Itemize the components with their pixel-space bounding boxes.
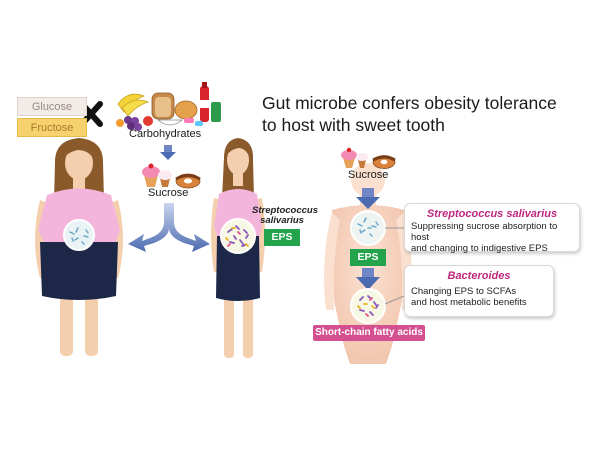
carbohydrates-label: Carbohydrates bbox=[129, 128, 202, 140]
scfa-tag: Short-chain fatty acids bbox=[313, 325, 425, 341]
slim-woman-figure bbox=[211, 138, 265, 358]
right-eps-tag: EPS bbox=[350, 249, 386, 266]
streptococcus-circle bbox=[350, 210, 386, 246]
bacteroides-callout: Bacteroides Changing EPS to SCFAs and ho… bbox=[404, 265, 554, 317]
callout-body-line-1: Suppressing sucrose absorption to host bbox=[411, 221, 558, 243]
down-arrow-icon bbox=[160, 145, 176, 160]
figure-title: Gut microbe confers obesity tolerance to… bbox=[262, 92, 592, 136]
obese-woman-figure bbox=[35, 138, 123, 356]
streptococcus-species-label: Streptococcus salivarius bbox=[252, 205, 318, 226]
fructose-label: Fructose bbox=[17, 118, 87, 137]
callout-title: Bacteroides bbox=[447, 270, 511, 282]
callout-body-line-1: Changing EPS to SCFAs bbox=[411, 286, 517, 297]
glucose-label: Glucose bbox=[17, 97, 87, 116]
down-arrow-icon bbox=[356, 268, 380, 290]
sweets-icon bbox=[142, 163, 201, 189]
title-line-1: Gut microbe confers obesity tolerance bbox=[262, 93, 557, 113]
callout-body-line-2: and host metabolic benefits bbox=[411, 297, 527, 308]
carbohydrate-foods-icon bbox=[116, 82, 221, 131]
species-line-1: Streptococcus bbox=[252, 205, 318, 216]
down-arrow-icon bbox=[356, 188, 380, 209]
right-sucrose-label: Sucrose bbox=[348, 169, 389, 181]
callout-title: Streptococcus salivarius bbox=[426, 208, 558, 220]
sweets-icon-right bbox=[341, 147, 396, 169]
split-arrow-icon bbox=[128, 203, 210, 252]
eps-tag: EPS bbox=[264, 229, 300, 246]
species-line-2: salivarius bbox=[260, 215, 304, 226]
bacteroides-circle bbox=[350, 288, 386, 324]
callout-pointer bbox=[384, 227, 405, 305]
callout-body-line-2: and changing to indigestive EPS bbox=[411, 243, 548, 254]
streptococcus-callout: Streptococcus salivarius Suppressing suc… bbox=[404, 203, 580, 254]
title-line-2: to host with sweet tooth bbox=[262, 115, 445, 135]
sucrose-label: Sucrose bbox=[148, 187, 189, 199]
